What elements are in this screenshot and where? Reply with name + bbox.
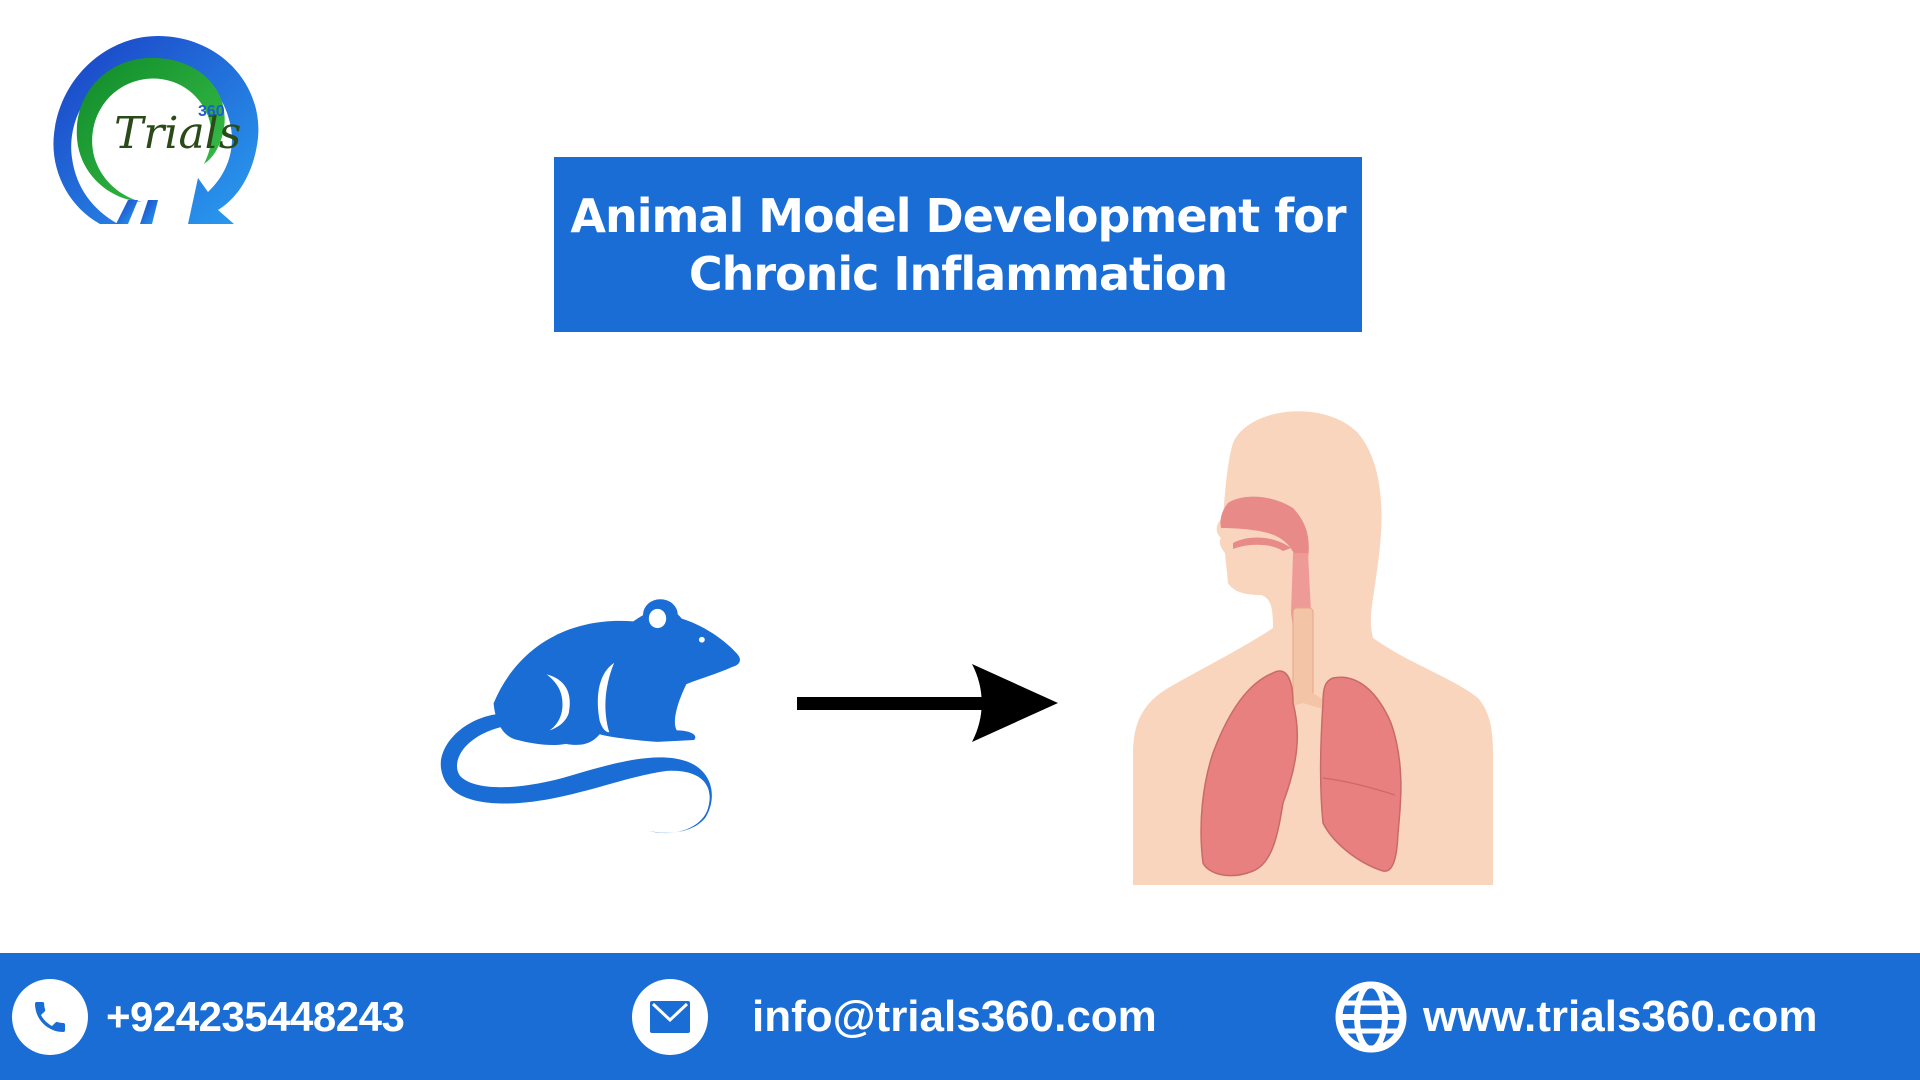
email-contact[interactable]: info@trials360.com [632, 953, 1157, 1080]
title-line-1: Animal Model Development for [570, 188, 1346, 243]
email-icon [632, 978, 708, 1055]
website-contact[interactable]: www.trials360.com [1333, 953, 1818, 1080]
email-address: info@trials360.com [752, 991, 1157, 1041]
svg-text:Trials: Trials [114, 108, 241, 159]
human-respiratory-system-icon [1133, 403, 1493, 885]
title-line-2: Chronic Inflammation [688, 246, 1228, 301]
logo-icon: Trials 360 [53, 36, 259, 224]
svg-text:360: 360 [198, 103, 225, 120]
page-title: Animal Model Development for Chronic Inf… [554, 157, 1362, 332]
website-url: www.trials360.com [1423, 991, 1818, 1041]
phone-icon [12, 978, 88, 1055]
phone-contact[interactable]: +924235448243 [12, 953, 405, 1080]
contact-footer: +924235448243 info@trials360.com www.tri… [0, 953, 1920, 1080]
trials360-logo: Trials 360 [48, 28, 268, 243]
mouse-icon [425, 578, 755, 848]
phone-number: +924235448243 [106, 992, 405, 1040]
globe-icon [1333, 979, 1409, 1055]
arrow-right-icon [795, 662, 1060, 744]
